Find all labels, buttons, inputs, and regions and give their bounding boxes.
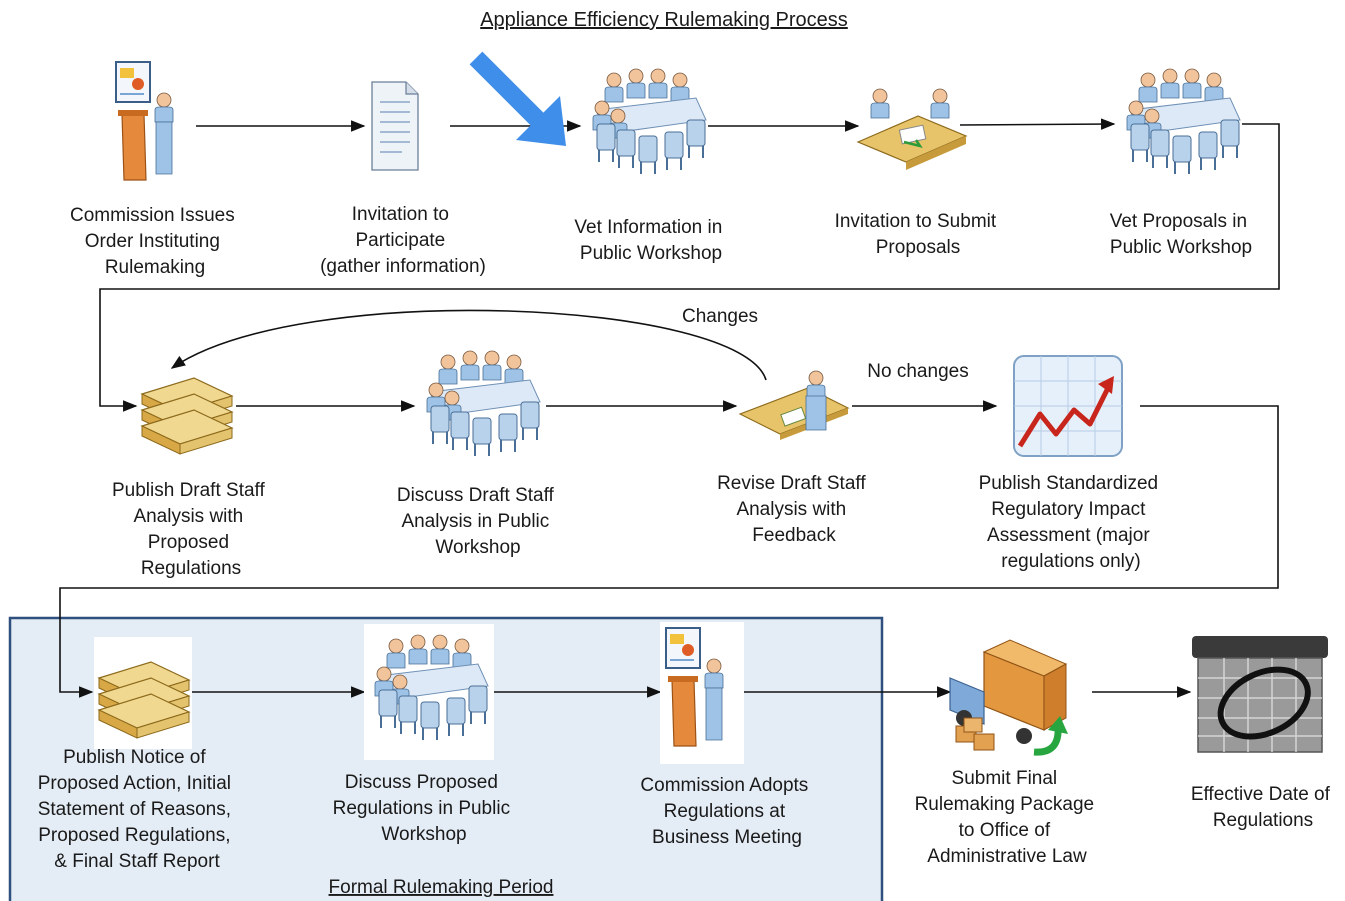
arrow-9-10 [59,405,1279,698]
step-label: Publish Standardized Regulatory Impact A… [979,473,1164,572]
arrow-5-6 [99,123,1280,412]
step-label: Vet Proposals in Public Workshop [1110,211,1253,258]
workshop-icon [593,69,706,174]
svg-text:Publish Notice of Propos: Publish Notice of Proposed Action, Initi… [38,747,237,872]
step-label: Revise Draft Staff Analysis with Feedbac… [717,473,871,546]
svg-text:Commission Adopts Regula: Commission Adopts Regulations at Busines… [640,775,813,848]
step-label: Commission Adopts Regulations at Busines… [640,775,813,848]
changes-feedback-arrow [170,309,767,381]
step-label: Invitation to Submit Proposals [835,211,1002,258]
svg-text:Revise Draft Staff Analy: Revise Draft Staff Analysis with Feedbac… [717,473,871,546]
trend-chart-icon [1014,356,1122,456]
document-icon [371,81,419,171]
svg-text:Publish Standardized Reg: Publish Standardized Regulatory Impact A… [979,473,1164,572]
step-label: Commission Issues Order Instituting Rule… [70,205,240,278]
step-label: Vet Information in Public Workshop [574,217,727,264]
highlight-arrow [469,51,566,146]
presenter-icon [116,62,173,180]
svg-text:Submit Final Rulemaking: Submit Final Rulemaking Package to Offic… [915,768,1100,867]
step-label: Publish Draft Staff Analysis with Propos… [112,480,270,579]
calendar-icon [1192,636,1328,752]
svg-text:Discuss Proposed Regulat: Discuss Proposed Regulations in Public W… [333,772,516,845]
step-label: Discuss Draft Staff Analysis in Public W… [397,485,559,558]
step-label: Discuss Proposed Regulations in Public W… [333,772,516,845]
svg-text:Vet Proposals in Public: Vet Proposals in Public Workshop [1110,211,1253,258]
svg-text:Commission Issues Order: Commission Issues Order Instituting Rule… [70,205,240,278]
workshop-icon [1127,69,1240,174]
delivery-truck-icon [950,640,1068,752]
svg-text:Discuss Draft Staff Anal: Discuss Draft Staff Analysis in Public W… [397,485,559,558]
diagram-title: Appliance Efficiency Rulemaking Process [480,9,848,31]
formal-period-label: Formal Rulemaking Period [329,877,554,898]
step-label: Effective Date of Regulations [1191,784,1335,831]
proposal-exchange-icon [858,89,966,170]
svg-text:Publish Draft Staff Anal: Publish Draft Staff Analysis with Propos… [112,480,270,579]
changes-label: Changes [682,306,758,327]
svg-text:Vet Information in Publi: Vet Information in Public Workshop [574,217,727,264]
document-stack-icon [98,661,190,739]
no-changes-label: No changes [867,361,968,382]
svg-text:Effective Date of Regula: Effective Date of Regulations [1191,784,1335,831]
svg-text:Invitation to Submit Pro: Invitation to Submit Proposals [835,211,1002,258]
arrow-4-5 [959,118,1116,130]
svg-text:Invitation to Participat: Invitation to Participate (gather inform… [320,204,486,277]
workshop-icon [427,351,540,456]
step-label: Invitation to Participate (gather inform… [320,204,486,277]
desk-writer-icon [740,371,848,440]
step-label: Submit Final Rulemaking Package to Offic… [915,768,1100,867]
document-stack-icon [141,377,233,455]
step-label: Publish Notice of Proposed Action, Initi… [38,747,237,872]
